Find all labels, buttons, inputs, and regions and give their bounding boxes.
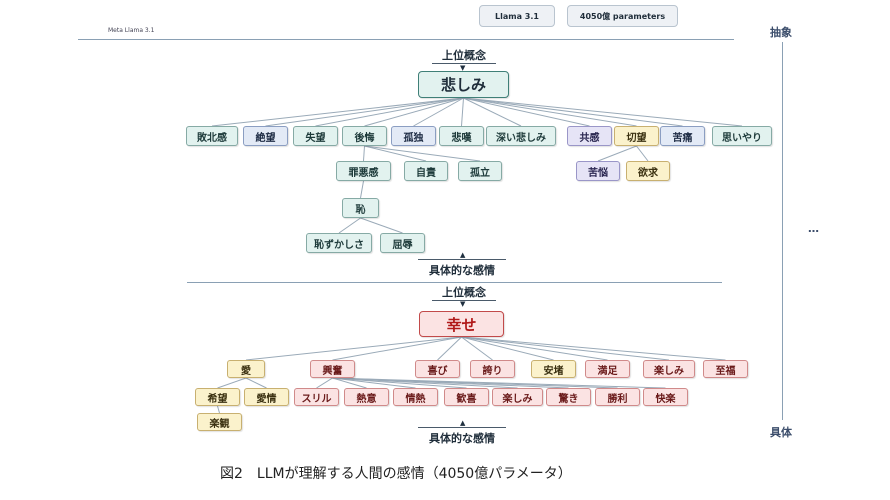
arrow-down-icon: ▼ <box>460 64 466 72</box>
concrete-label: 具体 <box>770 426 792 439</box>
sad-node-loneliness: 孤独 <box>391 126 436 146</box>
sad-node-self-blame: 自責 <box>404 161 448 181</box>
edge-happy-root-happy-node-enjoyment <box>461 336 670 361</box>
happy-node-love: 愛 <box>227 360 265 378</box>
happy-node-thrill: スリル <box>294 388 339 406</box>
arrow-up-icon: ▲ <box>460 419 466 427</box>
sad-node-guilt: 罪悪感 <box>336 161 391 181</box>
sad-node-defeat: 敗北感 <box>186 126 238 146</box>
happy-node-victory: 勝利 <box>595 388 640 406</box>
edge-happy-node-hope-happy-node-optimism <box>217 405 220 414</box>
abstract-label: 抽象 <box>770 26 792 39</box>
edge-happy-node-excitement-happy-node-passion <box>332 377 416 389</box>
happy-node-enthusiasm: 熱意 <box>344 388 389 406</box>
sad-node-desire: 欲求 <box>626 161 670 181</box>
happy-node-joy: 喜び <box>415 360 460 378</box>
happy-node-relief: 安堵 <box>531 360 576 378</box>
edge-sad-node-regret-sad-node-self-blame <box>364 145 427 162</box>
edge-happy-node-excitement-happy-node-enthusiasm <box>332 377 367 389</box>
sad-root: 悲しみ <box>418 71 509 98</box>
edge-sad-node-shame-sad-node-embarrassment <box>338 217 361 234</box>
edge-happy-root-happy-node-excitement <box>332 336 462 361</box>
edge-sad-node-shame-sad-node-humiliation <box>360 217 403 234</box>
happy-upper-rule <box>432 300 496 301</box>
sad-node-compassion: 思いやり <box>712 126 772 146</box>
sad-node-pain: 苦痛 <box>660 126 705 146</box>
edge-sad-node-regret-sad-node-isolation <box>364 145 481 162</box>
happy-node-fun: 楽しみ <box>492 388 543 406</box>
happy-node-affection: 愛情 <box>244 388 289 406</box>
happy-node-pleasure: 快楽 <box>643 388 688 406</box>
edge-sad-root-sad-node-yearning <box>463 97 637 127</box>
section-divider <box>187 282 722 283</box>
happy-node-surprise: 驚き <box>546 388 591 406</box>
sad-lower-label: 具体的な感情 <box>429 264 495 277</box>
sad-node-yearning: 切望 <box>614 126 659 146</box>
edge-happy-root-happy-node-joy <box>437 336 462 361</box>
happy-root: 幸せ <box>419 311 504 337</box>
sad-node-isolation: 孤立 <box>458 161 502 181</box>
happy-node-bliss: 至福 <box>703 360 748 378</box>
sad-node-deep-sorrow: 深い悲しみ <box>486 126 556 146</box>
edge-happy-root-happy-node-bliss <box>461 336 726 361</box>
sad-node-empathy: 共感 <box>567 126 612 146</box>
edge-sad-root-sad-node-regret <box>364 97 464 127</box>
top-rule <box>78 39 734 40</box>
sad-node-anguish: 苦悩 <box>576 161 620 181</box>
sad-lower-rule <box>418 259 506 260</box>
happy-node-excitement: 興奮 <box>310 360 355 378</box>
edge-sad-root-sad-node-pain <box>463 97 683 127</box>
happy-lower-label: 具体的な感情 <box>429 432 495 445</box>
sad-upper-label: 上位概念 <box>442 49 486 62</box>
happy-lower-rule <box>418 427 506 428</box>
model-badge: Llama 3.1 <box>479 5 555 27</box>
edge-sad-root-sad-node-empathy <box>463 97 590 127</box>
happy-upper-label: 上位概念 <box>442 286 486 299</box>
happy-node-optimism: 楽観 <box>197 413 242 431</box>
ellipsis: … <box>808 222 819 235</box>
sad-node-grief: 悲嘆 <box>439 126 484 146</box>
edge-sad-root-sad-node-despair <box>265 97 464 127</box>
happy-node-hope: 希望 <box>195 388 240 406</box>
edge-sad-root-sad-node-grief <box>461 97 464 127</box>
sad-upper-rule <box>432 63 496 64</box>
arrow-up-icon: ▲ <box>460 251 466 259</box>
params-badge: 4050億 parameters <box>567 5 678 27</box>
happy-node-enjoyment: 楽しみ <box>643 360 695 378</box>
edge-happy-root-happy-node-satisfaction <box>461 336 608 361</box>
axis-line <box>782 42 783 420</box>
sad-node-regret: 後悔 <box>342 126 387 146</box>
edge-happy-node-excitement-happy-node-thrill <box>316 377 333 389</box>
model-name-small: Meta Llama 3.1 <box>108 27 155 34</box>
figure-caption: 図2 LLMが理解する人間の感情（4050億パラメータ） <box>220 466 572 482</box>
arrow-down-icon: ▼ <box>460 300 466 308</box>
edge-sad-node-yearning-sad-node-anguish <box>597 145 637 162</box>
sad-node-shame: 恥 <box>342 198 379 218</box>
sad-node-disappointment: 失望 <box>293 126 338 146</box>
edge-sad-root-sad-node-loneliness <box>413 97 464 127</box>
happy-node-satisfaction: 満足 <box>585 360 630 378</box>
happy-node-passion: 情熱 <box>393 388 438 406</box>
happy-node-pride: 誇り <box>470 360 515 378</box>
sad-node-despair: 絶望 <box>243 126 288 146</box>
edge-sad-root-sad-node-defeat <box>211 97 464 127</box>
edge-sad-root-sad-node-disappointment <box>315 97 464 127</box>
edge-happy-root-happy-node-love <box>245 336 462 361</box>
sad-node-embarrassment: 恥ずかしさ <box>306 233 372 253</box>
edge-sad-node-yearning-sad-node-desire <box>636 145 649 162</box>
edge-sad-node-regret-sad-node-guilt <box>363 145 365 162</box>
edge-sad-root-sad-node-deep-sorrow <box>463 97 522 127</box>
sad-node-humiliation: 屈辱 <box>380 233 425 253</box>
edge-happy-node-excitement-happy-node-pleasure <box>332 377 666 389</box>
edge-happy-root-happy-node-pride <box>461 336 493 361</box>
edge-happy-node-love-happy-node-hope <box>217 377 247 389</box>
edge-happy-node-love-happy-node-affection <box>245 377 267 389</box>
edge-sad-node-guilt-sad-node-shame <box>360 180 364 199</box>
happy-node-delight: 歓喜 <box>444 388 489 406</box>
edge-happy-root-happy-node-relief <box>461 336 554 361</box>
edge-sad-root-sad-node-compassion <box>463 97 743 127</box>
